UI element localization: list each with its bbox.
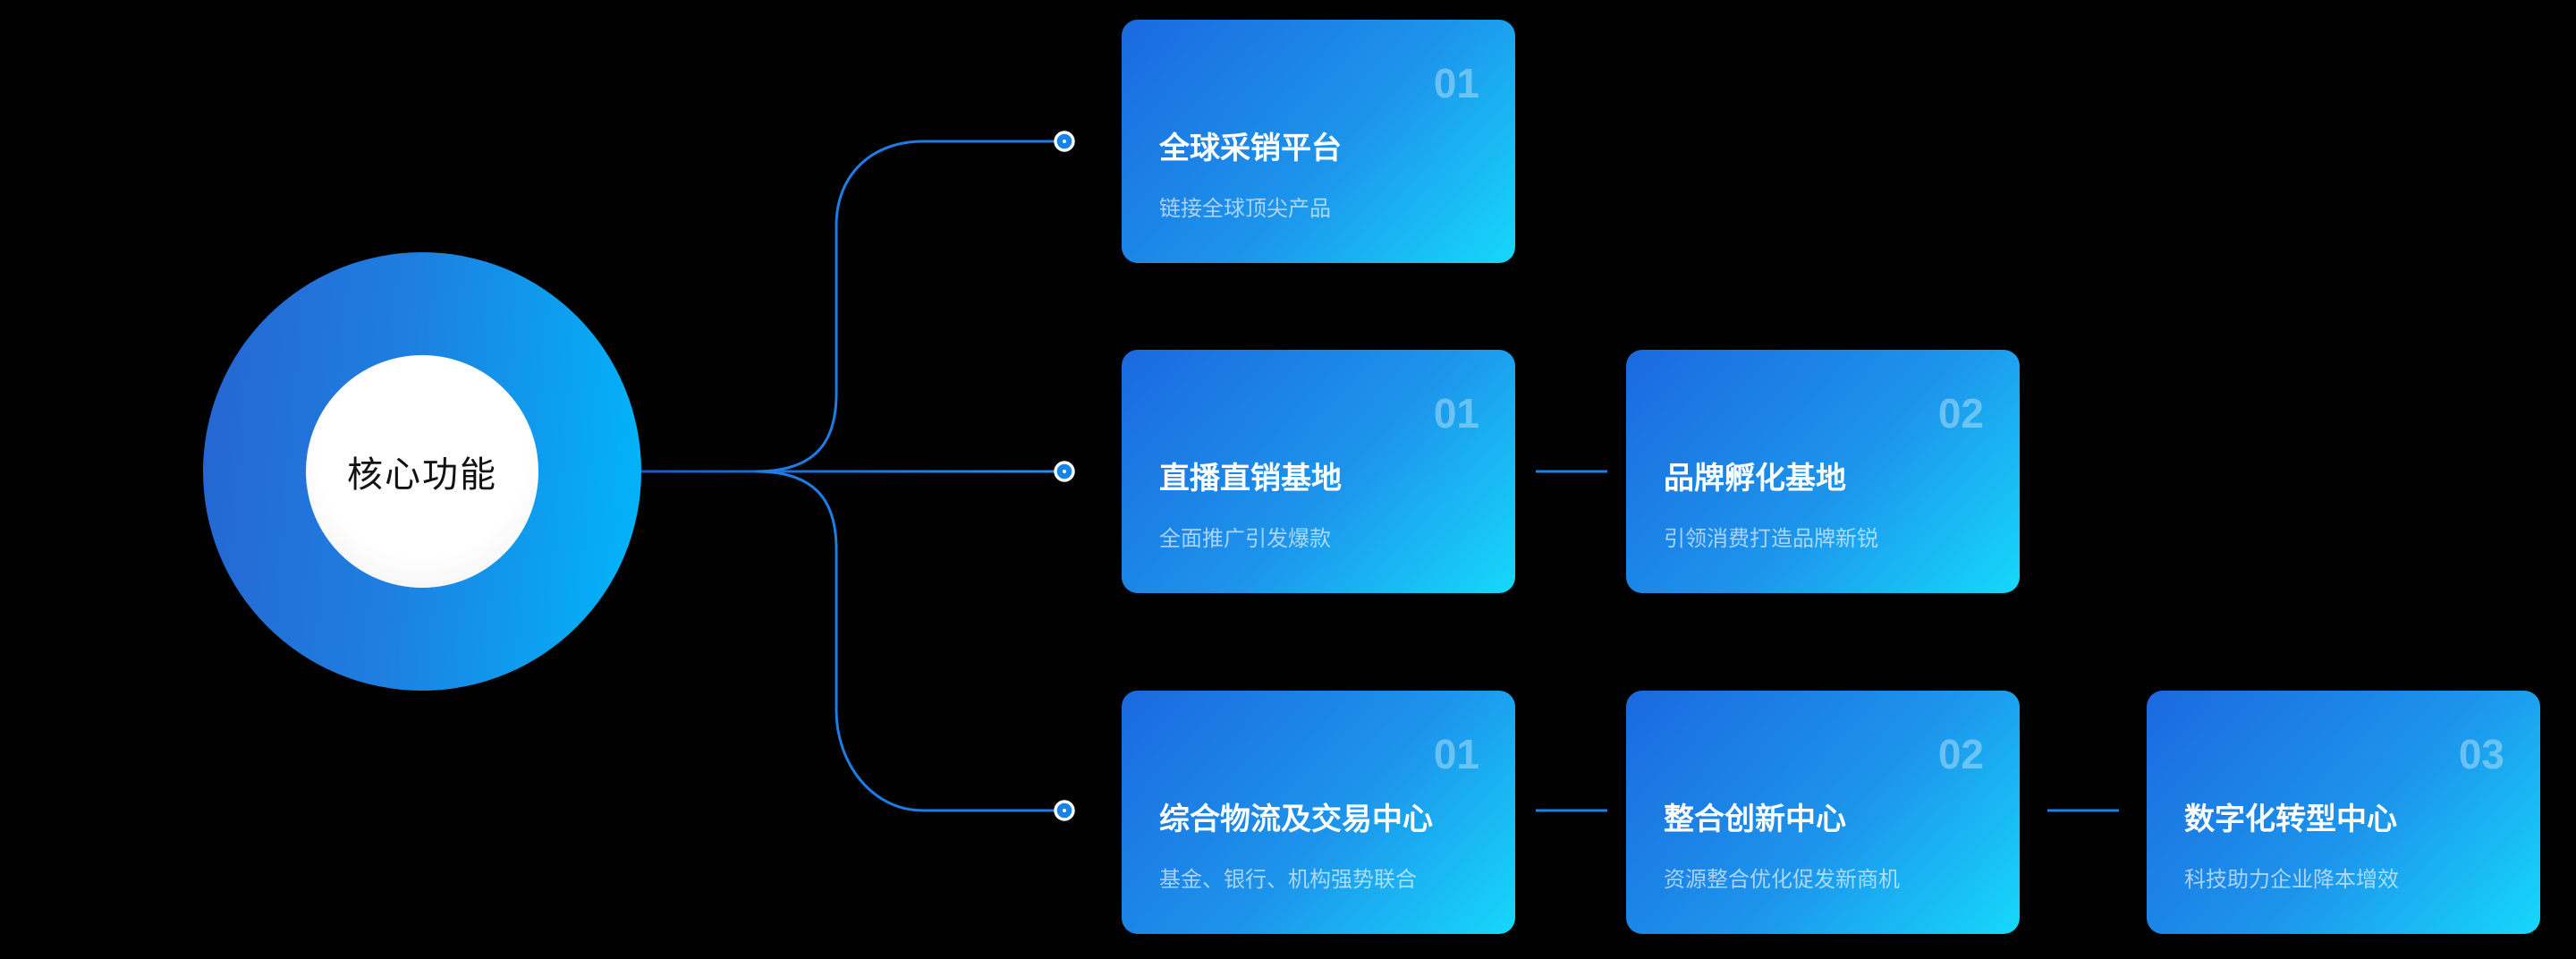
card-subtitle: 基金、银行、机构强势联合 xyxy=(1159,868,1417,892)
card-title: 品牌孵化基地 xyxy=(1664,462,1846,496)
core-circle: 核心功能 xyxy=(306,355,538,588)
card-title: 综合物流及交易中心 xyxy=(1159,802,1433,836)
card-title: 整合创新中心 xyxy=(1664,802,1846,836)
card-number: 01 xyxy=(1433,731,1479,777)
card-subtitle: 引领消费打造品牌新锐 xyxy=(1664,527,1878,551)
card-number: 02 xyxy=(1937,390,1984,437)
card-number: 01 xyxy=(1433,60,1479,106)
wire-top xyxy=(755,140,1055,473)
card-digital-transformation-center: 03 数字化转型中心 科技助力企业降本增效 xyxy=(2147,691,2540,934)
card-subtitle: 科技助力企业降本增效 xyxy=(2184,868,2399,892)
core-circle-label: 核心功能 xyxy=(347,455,497,495)
card-number: 03 xyxy=(2458,731,2504,777)
connector-node-row1 xyxy=(1054,131,1075,152)
card-subtitle: 链接全球顶尖产品 xyxy=(1159,197,1331,221)
card-brand-incubation: 02 品牌孵化基地 引领消费打造品牌新锐 xyxy=(1626,350,2020,593)
connector-node-row3 xyxy=(1054,800,1075,821)
card-integration-innovation-center: 02 整合创新中心 资源整合优化促发新商机 xyxy=(1626,691,2020,934)
card-live-direct-sales: 01 直播直销基地 全面推广引发爆款 xyxy=(1122,350,1515,593)
card-logistics-trade-center: 01 综合物流及交易中心 基金、银行、机构强势联合 xyxy=(1122,691,1515,934)
card-title: 全球采销平台 xyxy=(1159,132,1342,165)
connector-node-row2 xyxy=(1054,461,1075,482)
card-global-procurement: 01 全球采销平台 链接全球顶尖产品 xyxy=(1122,20,1515,263)
card-title: 直播直销基地 xyxy=(1159,462,1342,496)
card-title: 数字化转型中心 xyxy=(2184,802,2397,836)
card-subtitle: 资源整合优化促发新商机 xyxy=(1664,868,1900,892)
card-subtitle: 全面推广引发爆款 xyxy=(1159,527,1331,551)
card-number: 02 xyxy=(1937,731,1984,777)
wire-bottom xyxy=(755,470,1055,812)
card-number: 01 xyxy=(1433,390,1479,437)
